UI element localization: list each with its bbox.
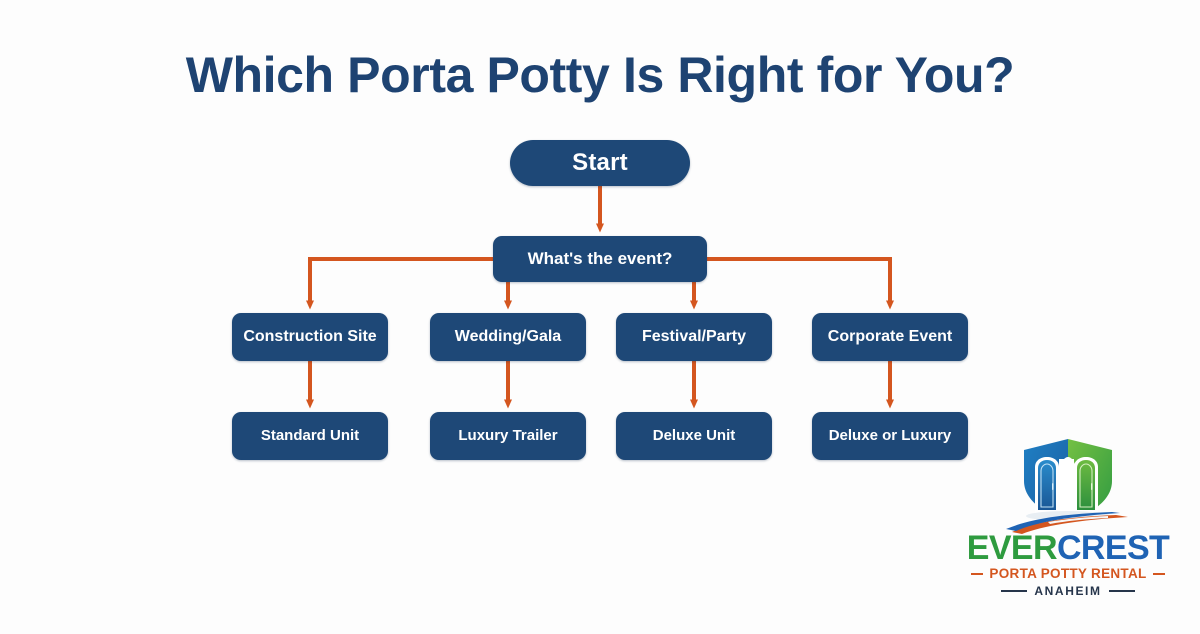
logo-tagline: PORTA POTTY RENTAL [962, 566, 1174, 581]
node-result-standard-unit[interactable]: Standard Unit [232, 412, 388, 460]
logo-word-ever: EVER [966, 529, 1058, 567]
node-result-deluxe-unit[interactable]: Deluxe Unit [616, 412, 772, 460]
node-branch-corporate-event[interactable]: Corporate Event [812, 313, 968, 361]
node-decision-event[interactable]: What's the event? [493, 236, 707, 282]
logo-city: ANAHEIM [962, 584, 1174, 598]
connector-decision-to-corporate [707, 257, 894, 310]
node-result-deluxe-or-luxury[interactable]: Deluxe or Luxury [812, 412, 968, 460]
logo-word-crest: CREST [1056, 529, 1170, 567]
logo-tagline-text: PORTA POTTY RENTAL [989, 566, 1147, 581]
node-start[interactable]: Start [510, 140, 690, 186]
shield-porta-potty-icon [1006, 439, 1128, 534]
tagline-dash-left [971, 572, 984, 575]
city-rule-right [1108, 590, 1135, 592]
logo-wordmark: EVERCREST [962, 531, 1174, 565]
connector-decision-to-construction [306, 257, 493, 310]
logo-city-text: ANAHEIM [1034, 584, 1102, 598]
node-branch-construction-site[interactable]: Construction Site [232, 313, 388, 361]
tagline-dash-right [1152, 572, 1165, 575]
brand-logo: EVERCREST PORTA POTTY RENTAL ANAHEIM [962, 437, 1174, 598]
node-branch-festival-party[interactable]: Festival/Party [616, 313, 772, 361]
city-rule-left [1001, 590, 1028, 592]
page-title: Which Porta Potty Is Right for You? [185, 47, 1015, 103]
node-result-luxury-trailer[interactable]: Luxury Trailer [430, 412, 586, 460]
node-branch-wedding-gala[interactable]: Wedding/Gala [430, 313, 586, 361]
